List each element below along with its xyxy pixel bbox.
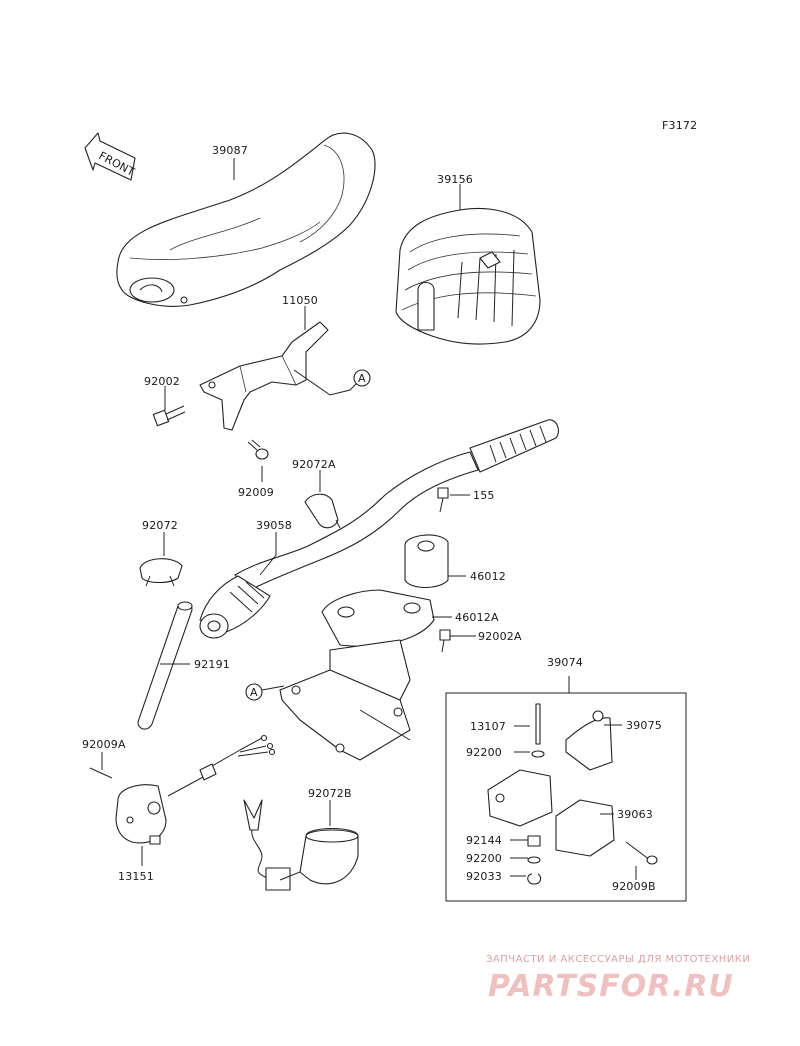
label-92033: 92033 (466, 870, 502, 883)
label-92144: 92144 (466, 834, 502, 847)
label-92002a: 92002A (478, 630, 522, 643)
label-46012a: 46012A (455, 611, 499, 624)
parts-kit-box (445, 676, 687, 902)
label-92009a: 92009A (82, 738, 126, 751)
label-46012: 46012 (470, 570, 506, 583)
label-13151: 13151 (118, 870, 154, 883)
label-39087: 39087 (212, 144, 248, 157)
label-39156: 39156 (437, 173, 473, 186)
handlebar-cover-part (116, 132, 376, 307)
bracket-part (199, 321, 359, 431)
handlebar-part (199, 419, 559, 639)
clip-92072-part (139, 558, 183, 587)
clip-92072a-part (304, 493, 341, 529)
screw-92009-part (247, 439, 269, 460)
leader-lines (101, 158, 637, 880)
lanyard-part (243, 799, 359, 891)
bolt-92002-part (152, 405, 186, 427)
bolt-92002a-part (439, 629, 451, 653)
reference-marker-a-top: A (353, 369, 371, 387)
watermark-tagline: ЗАПЧАСТИ И АКСЕССУАРЫ ДЛЯ МОТОТЕХНИКИ (486, 954, 750, 965)
figure-code: F3172 (662, 119, 697, 132)
reference-marker-a-top-label: A (358, 372, 366, 385)
reference-marker-a-bottom: A (245, 683, 263, 701)
label-11050: 11050 (282, 294, 318, 307)
reference-marker-a-bottom-label: A (250, 686, 258, 699)
label-92009: 92009 (238, 486, 274, 499)
watermark: ЗАПЧАСТИ И АКСЕССУАРЫ ДЛЯ МОТОТЕХНИКИ PA… (486, 954, 750, 1004)
clamp-upper-part (404, 534, 449, 589)
label-13107: 13107 (470, 720, 506, 733)
label-92072b: 92072B (308, 787, 352, 800)
label-39075: 39075 (626, 719, 662, 732)
label-92191: 92191 (194, 658, 230, 671)
label-92002: 92002 (144, 375, 180, 388)
front-arrow-icon: FRONT (84, 132, 137, 181)
switch-part (89, 734, 276, 845)
tube-part (137, 601, 193, 730)
clamp-lower-part (321, 589, 435, 647)
steering-column-part (279, 639, 411, 761)
label-39074: 39074 (547, 656, 583, 669)
label-92200-lower: 92200 (466, 852, 502, 865)
part-number-labels: 39087 39156 11050 92002 92009 92072A 155… (82, 144, 662, 893)
label-92200-upper: 92200 (466, 746, 502, 759)
label-155: 155 (473, 489, 495, 502)
steering-boot-part (395, 207, 541, 345)
label-92072: 92072 (142, 519, 178, 532)
label-39058: 39058 (256, 519, 292, 532)
bolt-155-part (437, 487, 449, 513)
label-92072a: 92072A (292, 458, 336, 471)
watermark-logo: PARTSFOR.RU (488, 969, 734, 1004)
label-39063: 39063 (617, 808, 653, 821)
label-92009b: 92009B (612, 880, 656, 893)
